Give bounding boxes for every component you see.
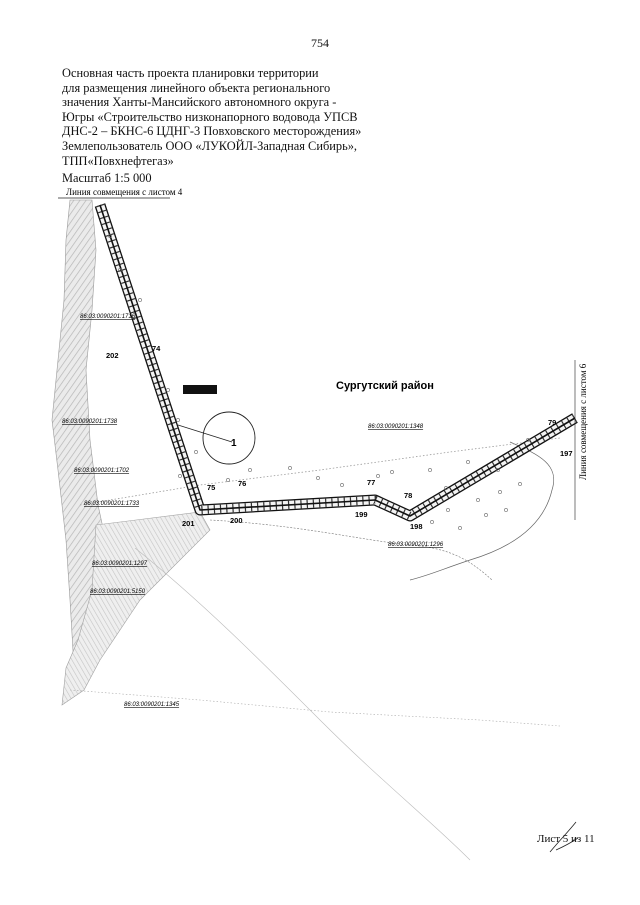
- parcel-label: 86:03:0090201:1348: [368, 424, 424, 430]
- parcel-label: 86:03:0090201:1733: [84, 501, 140, 507]
- district-label: Сургутский район: [336, 380, 434, 392]
- parcel-label: 86:03:0090201:1738: [62, 419, 118, 425]
- parcel-boundary: [209, 519, 493, 581]
- parcel-label: 86:03:0090201:1345: [124, 702, 180, 708]
- title-line: для размещения линейного объекта региона…: [62, 80, 331, 95]
- title-line: ДНС-2 – БКНС-6 ЦДНГ-3 Повховского местор…: [62, 124, 362, 139]
- dotted-line: [69, 689, 561, 727]
- sheet-number: Лист 5 из 11: [537, 833, 595, 845]
- point-label: 201: [182, 519, 195, 528]
- title-block: Основная часть проекта планировки террит…: [62, 66, 392, 168]
- match-line-top-label: Линия совмещения с листом 4: [66, 187, 183, 197]
- point-label: 77: [367, 478, 375, 487]
- page-number: 754: [311, 36, 329, 50]
- point-label: 202: [106, 351, 119, 360]
- point-label: 197: [560, 449, 573, 458]
- faint-line: [134, 547, 471, 861]
- callout-circle: [202, 411, 256, 465]
- title-line: Землепользователь ООО «ЛУКОЙЛ-Западная С…: [62, 138, 358, 153]
- point-label: 79: [548, 418, 556, 427]
- callout-number: 1: [231, 438, 237, 449]
- river-channel: [61, 511, 211, 706]
- parcel-label: 86:03:0090201:1297: [92, 561, 148, 567]
- signature: [549, 821, 579, 853]
- parcel-boundary: [409, 441, 554, 581]
- pipeline-corridor: [94, 203, 578, 522]
- tree-markers: [108, 234, 530, 530]
- callout-leader: [177, 424, 233, 443]
- point-label: 74: [152, 344, 161, 353]
- parcel-label: 86:03:0090201:1296: [388, 542, 444, 548]
- parcel-label: 86:03:0090201:5150: [90, 589, 146, 595]
- parcel-label: 86:03:0090201:1716: [80, 314, 136, 320]
- title-line: ТПП«Повхнефтегаз»: [62, 153, 174, 168]
- point-label: 78: [404, 491, 412, 500]
- dotted-line: [79, 437, 561, 506]
- match-line-right-label: Линия совмещения с листом 6: [578, 363, 588, 480]
- title-line: значения Ханты-Мансийского автономного о…: [62, 95, 337, 110]
- parcel-label: 86:03:0090201:1702: [74, 468, 130, 474]
- point-label: 200: [230, 516, 243, 525]
- point-label: 75: [207, 483, 215, 492]
- title-line: Основная часть проекта планировки террит…: [62, 66, 319, 80]
- redacted-label: [183, 385, 217, 394]
- title-line: Югры «Строительство низконапорного водов…: [62, 109, 358, 124]
- point-label: 199: [355, 510, 368, 519]
- point-label: 198: [410, 522, 423, 531]
- point-label: 76: [238, 479, 246, 488]
- map-scale: Масштаб 1:5 000: [62, 171, 152, 185]
